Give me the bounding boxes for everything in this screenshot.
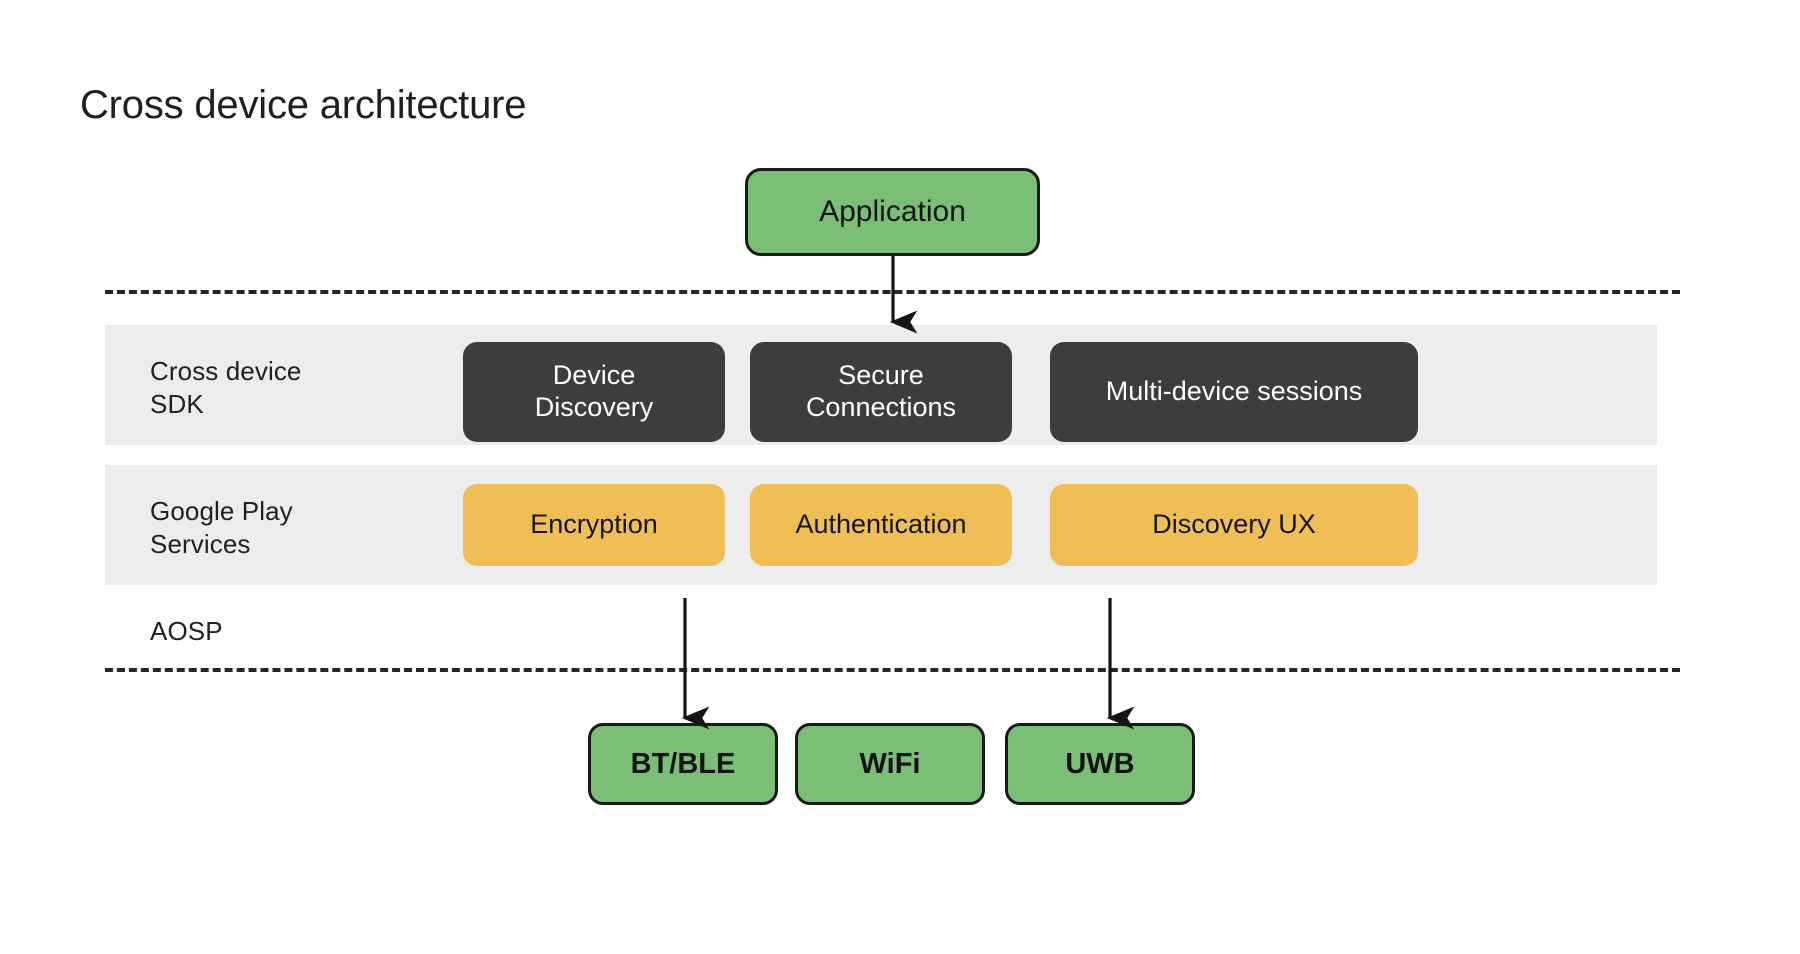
chip-authentication[interactable]: Authentication [750, 484, 1012, 566]
chip-device-discovery[interactable]: Device Discovery [463, 342, 725, 442]
chip-encryption[interactable]: Encryption [463, 484, 725, 566]
page-title: Cross device architecture [80, 83, 527, 127]
chip-secure-connections[interactable]: Secure Connections [750, 342, 1012, 442]
separator-aosp-boundary [105, 668, 1680, 672]
node-transport-bt-ble[interactable]: BT/BLE [588, 723, 778, 805]
separator-top-boundary [105, 290, 1680, 294]
node-application[interactable]: Application [745, 168, 1040, 256]
node-transport-wifi[interactable]: WiFi [795, 723, 985, 805]
chip-discovery-ux[interactable]: Discovery UX [1050, 484, 1418, 566]
layer-label-cross-device-sdk: Cross device SDK [150, 356, 302, 419]
layer-label-aosp: AOSP [150, 616, 223, 646]
chip-multi-device-sessions[interactable]: Multi-device sessions [1050, 342, 1418, 442]
layer-label-google-play-services: Google Play Services [150, 496, 293, 559]
node-transport-uwb[interactable]: UWB [1005, 723, 1195, 805]
